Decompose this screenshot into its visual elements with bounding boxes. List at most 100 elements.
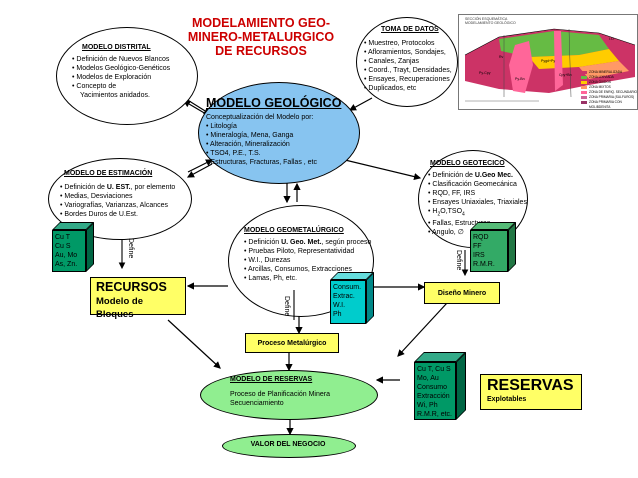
modelo-geologico-title: MODELO GEOLÓGICO — [206, 96, 342, 110]
recursos-subtitle: Modelo de Bloques — [96, 296, 143, 320]
cube-front: Cu T, Cu S Mo, Au Consumo Extracción Wi,… — [414, 362, 456, 420]
modelo-geotecnico-title: MODELO GEOTECICO — [430, 160, 505, 167]
list-item-text: O,TSO — [440, 208, 463, 215]
cube-left-elements: Cu T Cu S Au, Mo As, Zn. — [52, 222, 94, 272]
map-legend-item: ZONA MIXTOS — [589, 85, 611, 89]
list-item-text: Definición de — [432, 172, 475, 179]
list-item: Definición de U.Geo Mec. — [428, 171, 528, 180]
diseno-minero-box: Diseño Minero — [424, 282, 500, 304]
list-item: Muestreo, Protocolos — [364, 39, 459, 48]
cube-bottom-reservas: Cu T, Cu S Mo, Au Consumo Extracción Wi,… — [414, 352, 466, 420]
modelo-distrital-text: MODELO DISTRITAL Definición de Nuevos Bl… — [72, 44, 192, 100]
modelo-geologico-text: MODELO GEOLÓGICO Conceptualización del M… — [206, 96, 356, 167]
cube-line: Mo, Au — [417, 375, 439, 382]
proceso-metalurgico-box: Proceso Metalúrgico — [245, 333, 339, 353]
main-title-line2: MINERO-METALURGICO — [187, 30, 335, 44]
cube-line: Cu S — [55, 243, 71, 250]
list-item-sub: 2 — [437, 211, 441, 218]
list-item: Duplicados, etc — [364, 84, 459, 93]
geological-section-image — [464, 28, 636, 104]
cube-line: RQD — [473, 234, 489, 241]
cube-line: Consumo — [417, 384, 447, 391]
list-item: Mineralogía, Mena, Ganga — [206, 131, 356, 140]
list-item: Litología — [206, 122, 356, 131]
list-item: W.I., Durezas — [244, 256, 374, 265]
list-item: RQD, FF, IRS — [428, 189, 528, 198]
list-item-text: , según proceso — [321, 239, 372, 246]
modelo-geometalurgico-text: MODELO GEOMETALÚRGICO Definición U. Geo.… — [244, 227, 374, 283]
list-item: Modelos Geológico-Genéticos — [72, 64, 192, 73]
list-item: Medias, Desviaciones — [60, 192, 190, 201]
cube-right-geotec: RQD FF IRS R.M.R. — [470, 222, 516, 272]
modelo-geologico-intro: Conceptualización del Modelo por: — [206, 114, 314, 121]
valor-negocio-label: VALOR DEL NEGOCIO — [250, 441, 326, 448]
list-item: Ensayes, Recuperaciones — [364, 75, 459, 84]
map-legend-item: ZONA PRIMARIA CON MOLIBDENITA — [589, 100, 622, 109]
list-item: Arcillas, Consumos, Extracciones — [244, 265, 374, 274]
list-item: Estructuras, Fracturas, Fallas , etc — [206, 158, 356, 167]
list-item-text: Definición — [248, 239, 282, 246]
cube-line: R.M.R, etc. — [417, 411, 453, 418]
map-legend-item: ZONA MINERALIZADA — [589, 70, 623, 74]
list-item-bold: U. Geo. Met. — [281, 239, 322, 246]
reservas-subtitle: Explotables — [487, 396, 527, 403]
list-item: Definición de U. EST., por elemento — [60, 183, 190, 192]
map-label: Py-Cpy — [479, 71, 491, 75]
map-title-line2: MODELAMIENTO GEOLÓGICO — [465, 21, 516, 25]
map-legend-item: ZONA ÓXIDOS — [589, 80, 611, 84]
list-item: Ensayes Uniaxiales, Triaxiales — [428, 198, 528, 207]
list-item: Fallas, Estructuras — [428, 219, 528, 228]
modelo-geometalurgico-title: MODELO GEOMETALÚRGICO — [244, 227, 344, 234]
main-title: MODELAMIENTO GEO- MINERO-METALURGICO DE … — [186, 16, 336, 58]
list-item: Bordes Duros de U.Est. — [60, 210, 190, 219]
cube-front: Cu T Cu S Au, Mo As, Zn. — [52, 230, 86, 272]
cube-line: Ph — [333, 311, 342, 318]
toma-datos-text: TOMA DE DATOS Muestreo, Protocolos Aflor… — [364, 26, 459, 93]
list-item: Clasificación Geomecánica — [428, 180, 528, 189]
geological-section-map: SECCIÓN ESQUEMÁTICA MODELAMIENTO GEOLÓGI… — [458, 14, 638, 110]
cube-line: Extrac. — [333, 293, 355, 300]
modelo-reservas-line1: Proceso de Planificación Minera — [230, 391, 330, 398]
map-legend-item: ZONA DE ENRIQ. SECUNDARIO — [589, 90, 637, 94]
cube-line: Cu T — [55, 234, 71, 241]
map-label: Cpy+Bn — [559, 73, 572, 77]
cube-line: Wi, Ph — [417, 402, 438, 409]
list-item: Canales, Zanjas — [364, 57, 459, 66]
define-label-mid: Define — [283, 296, 290, 317]
list-item: Definición U. Geo. Met., según proceso — [244, 238, 374, 247]
list-item: Variografías, Varianzas, Alcances — [60, 201, 190, 210]
list-item-continuation: Yacimientos anidados. — [80, 92, 150, 99]
reservas-box: RESERVAS Explotables — [480, 374, 582, 410]
cube-line: R.M.R. — [473, 261, 495, 268]
modelo-reservas-line2: Secuenciamiento — [230, 400, 284, 407]
modelo-estimacion-title: MODELO DE ESTIMACIÓN — [64, 170, 153, 177]
recursos-box: RECURSOS Modelo de Bloques — [90, 277, 186, 320]
list-item-sub: 4 — [462, 211, 465, 218]
map-legend-item: ZONA LIXIVIADA — [589, 75, 614, 79]
cube-line: IRS — [473, 252, 485, 259]
list-item: H2O,TSO4 — [428, 207, 528, 219]
modelo-reservas-ellipse — [200, 370, 378, 420]
list-item-bold: U. EST. — [106, 184, 131, 191]
list-item: Pruebas Piloto, Representatividad — [244, 247, 374, 256]
main-title-line3: DE RECURSOS — [215, 44, 307, 58]
list-item: Lamas, Ph, etc. — [244, 274, 374, 283]
map-title-line1: SECCIÓN ESQUEMÁTICA — [465, 17, 508, 21]
cube-line: W.I. — [333, 302, 346, 309]
main-title-line1: MODELAMIENTO GEO- — [192, 16, 330, 30]
list-item: TSO4, P.E., T.S. — [206, 149, 356, 158]
list-item: Definición de Nuevos Blancos — [72, 55, 192, 64]
map-label: Py-Bn — [515, 77, 525, 81]
list-item: Angulo, ∅ — [428, 228, 528, 237]
cube-line: Extracción — [417, 393, 450, 400]
list-item: Concepto de — [72, 82, 192, 91]
cube-front: Consum. Extrac. W.I. Ph — [330, 280, 366, 324]
cube-mid-geomet: Consum. Extrac. W.I. Ph — [330, 272, 374, 324]
list-item-bold: U.Geo Mec. — [474, 172, 513, 179]
map-label: Rv — [499, 55, 504, 59]
list-item: Coord., Trayt, Densidades, — [364, 66, 459, 75]
map-label: I.O — [609, 37, 614, 41]
cube-line: FF — [473, 243, 482, 250]
